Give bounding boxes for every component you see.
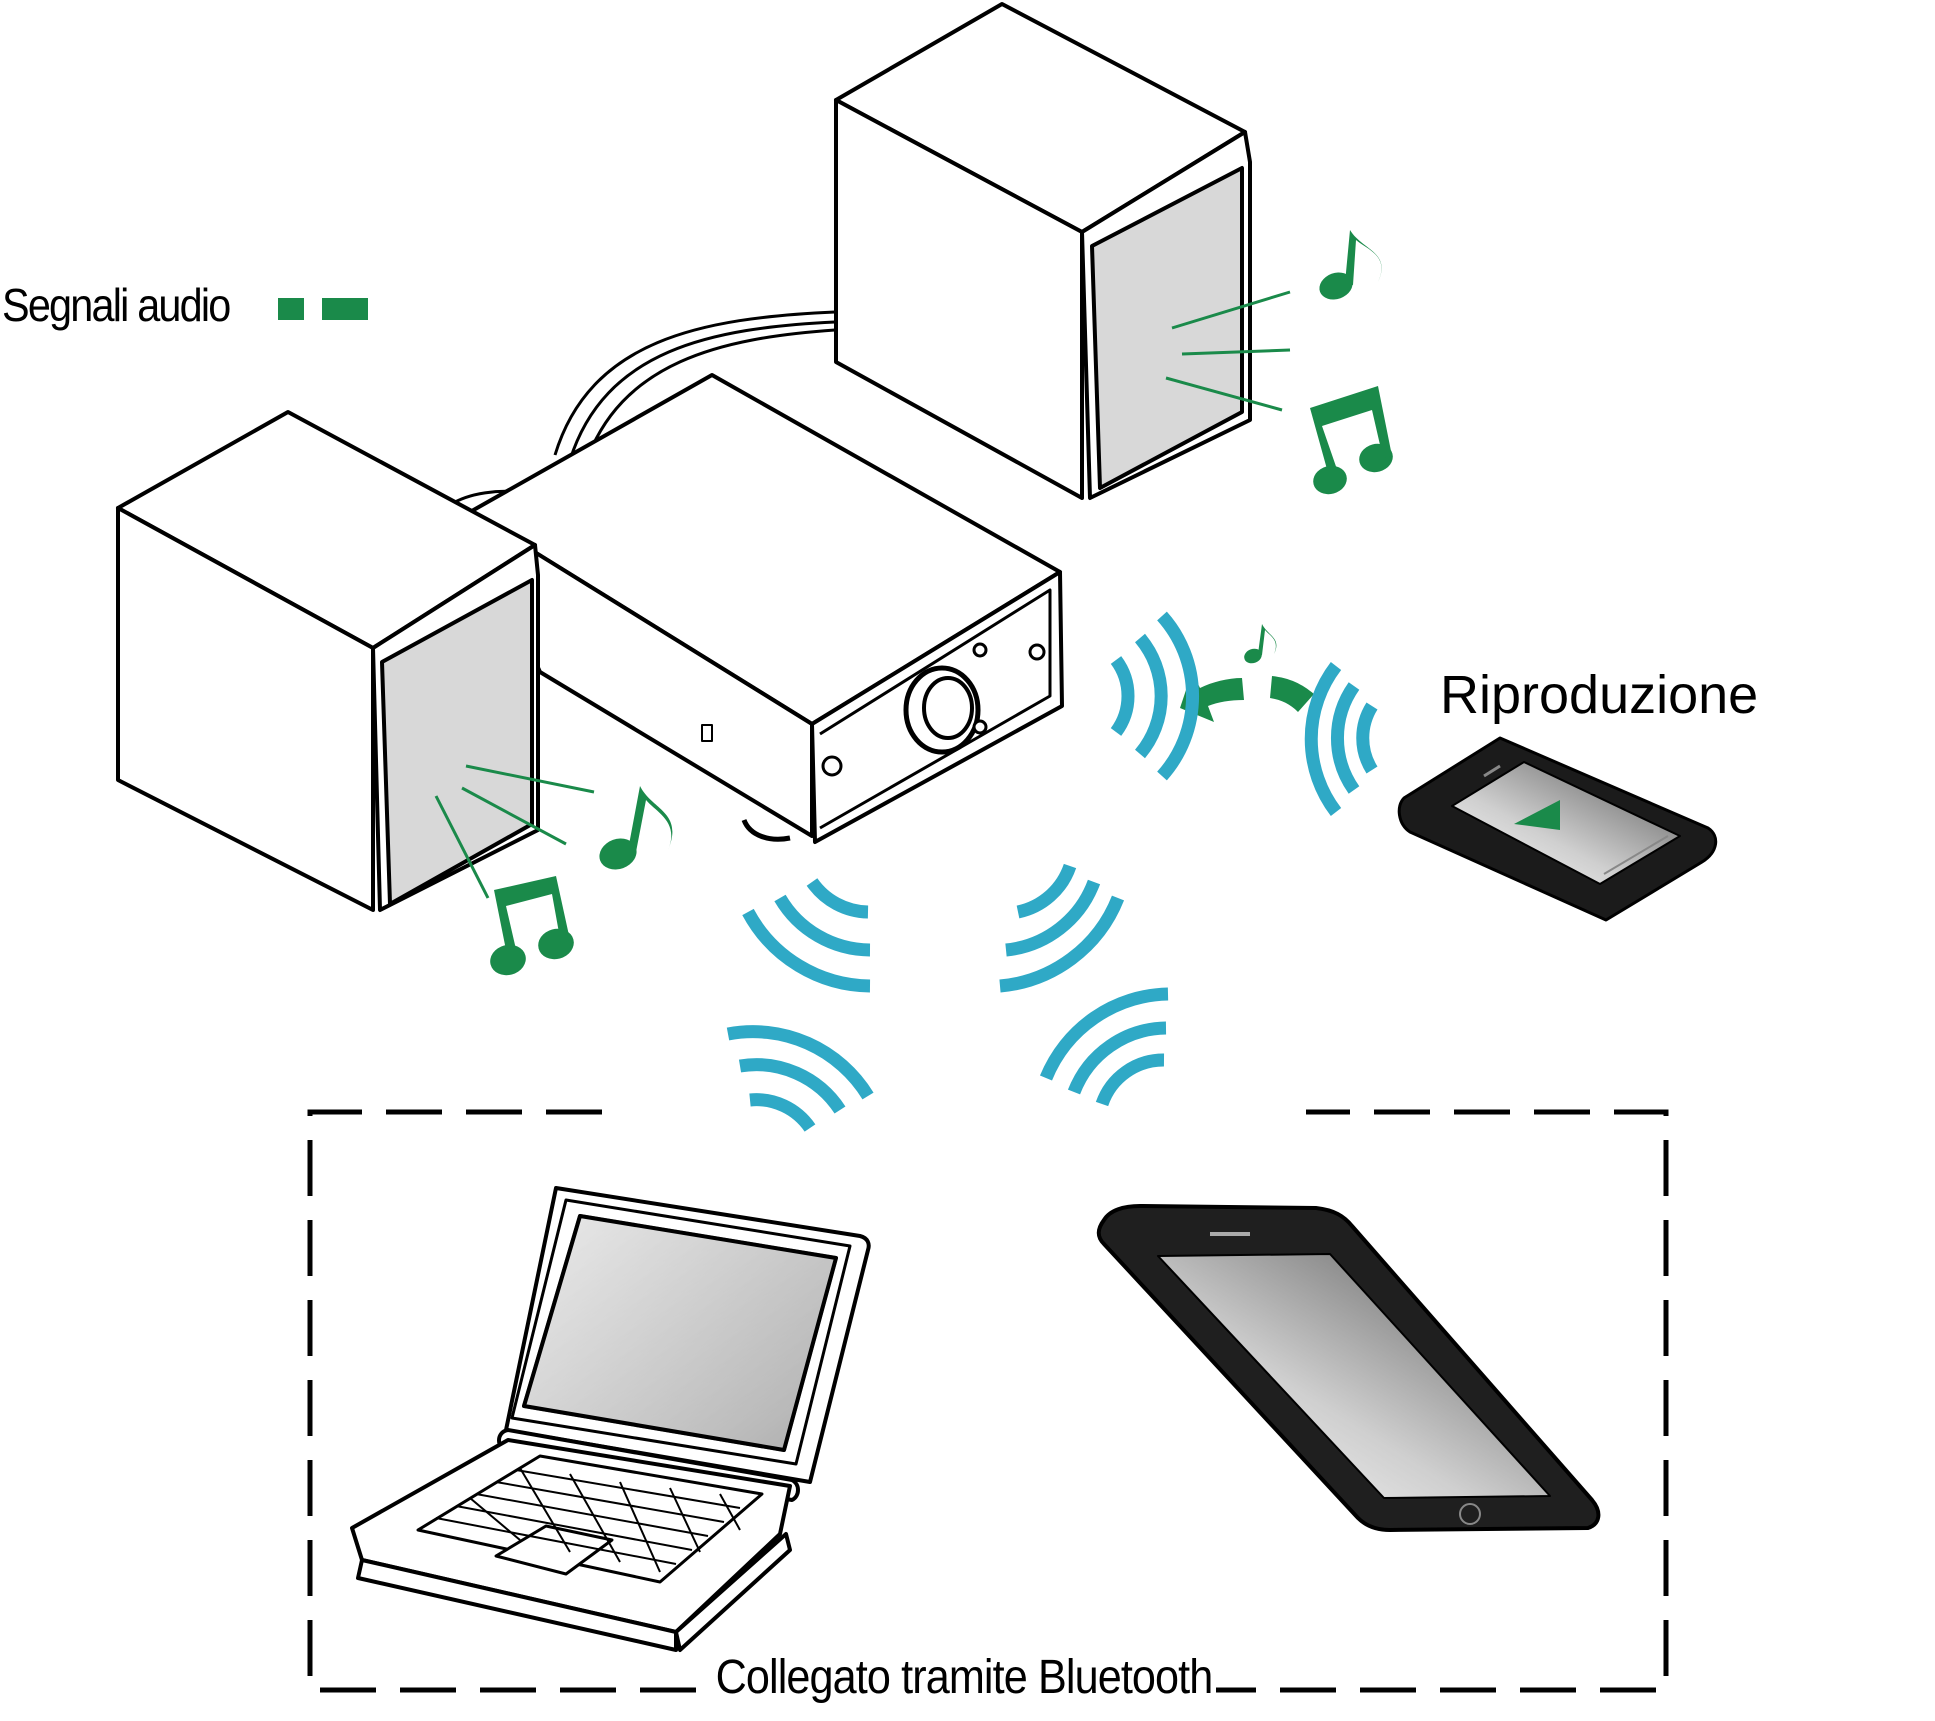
laptop-keyboard	[435, 1467, 741, 1573]
sound-lines-right	[1165, 290, 1291, 412]
playback-arrow-icon	[1180, 672, 1314, 722]
laptop-icon	[350, 1186, 871, 1652]
speaker-right-icon	[834, 2, 1252, 500]
play-icon	[1514, 800, 1560, 830]
music-note-icon	[599, 786, 673, 870]
audio-signals-label: Segnali audio	[2, 279, 231, 331]
music-note-icon	[1319, 230, 1382, 300]
playback-label: Riproduzione	[1440, 665, 1759, 725]
tablet-phone-icon	[1096, 1204, 1601, 1532]
music-note-small-icon	[1244, 624, 1277, 664]
sound-lines-left	[434, 764, 595, 899]
speaker-left-icon	[116, 410, 540, 912]
music-note-pair-icon	[490, 876, 574, 976]
bt-connected-label: Collegato tramite Bluetooth	[712, 1650, 1216, 1705]
bluetooth-wave-icon	[726, 611, 1378, 1132]
music-note-pair-icon	[1310, 386, 1393, 495]
amplifier-icon	[468, 373, 1064, 844]
audio-signal-legend-icon	[278, 298, 368, 320]
